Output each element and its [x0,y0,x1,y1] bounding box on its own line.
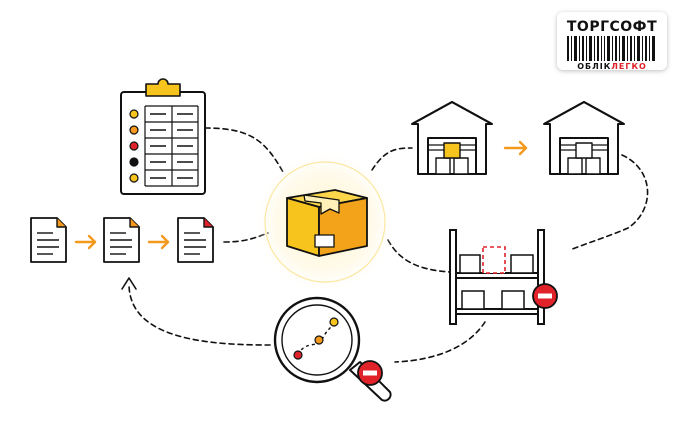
stop-icon [357,360,383,386]
connector-clipboard-to-box [204,127,284,173]
document-icon [103,217,140,263]
warehouse-icon [411,101,493,175]
connector-magnifier-to-docs [128,284,271,346]
torgsoft-logo: ТОРГСОФТ ОБЛІКЛЕГКО [557,12,667,70]
barcode-icon [567,36,655,61]
warehouse-icon [543,101,625,175]
arrow-right-icon [503,140,528,156]
connector-docs-to-box [223,232,269,243]
arrow-right-icon [147,234,170,250]
clipboard-checklist-icon [120,78,206,195]
logo-subtitle: ОБЛІКЛЕГКО [557,62,667,70]
logo-sub-left: ОБЛІК [577,62,612,70]
document-icon [177,217,214,263]
connector-warehouse-to-rack [569,154,649,251]
dashed-connectors [128,127,649,363]
shelving-rack-icon [449,229,545,325]
connector-box-to-rack [387,239,451,273]
stop-icon [532,283,558,309]
highlight-ring [264,161,386,283]
connector-box-to-warehouse [371,147,413,171]
arrow-right-icon [74,234,97,250]
arrow-head-up [121,277,137,290]
logo-sub-right: ЛЕГКО [611,62,647,70]
package-box-icon [286,189,368,257]
logo-title: ТОРГСОФТ [566,19,658,35]
connector-rack-to-magnifier [394,321,486,363]
document-icon [30,217,67,263]
